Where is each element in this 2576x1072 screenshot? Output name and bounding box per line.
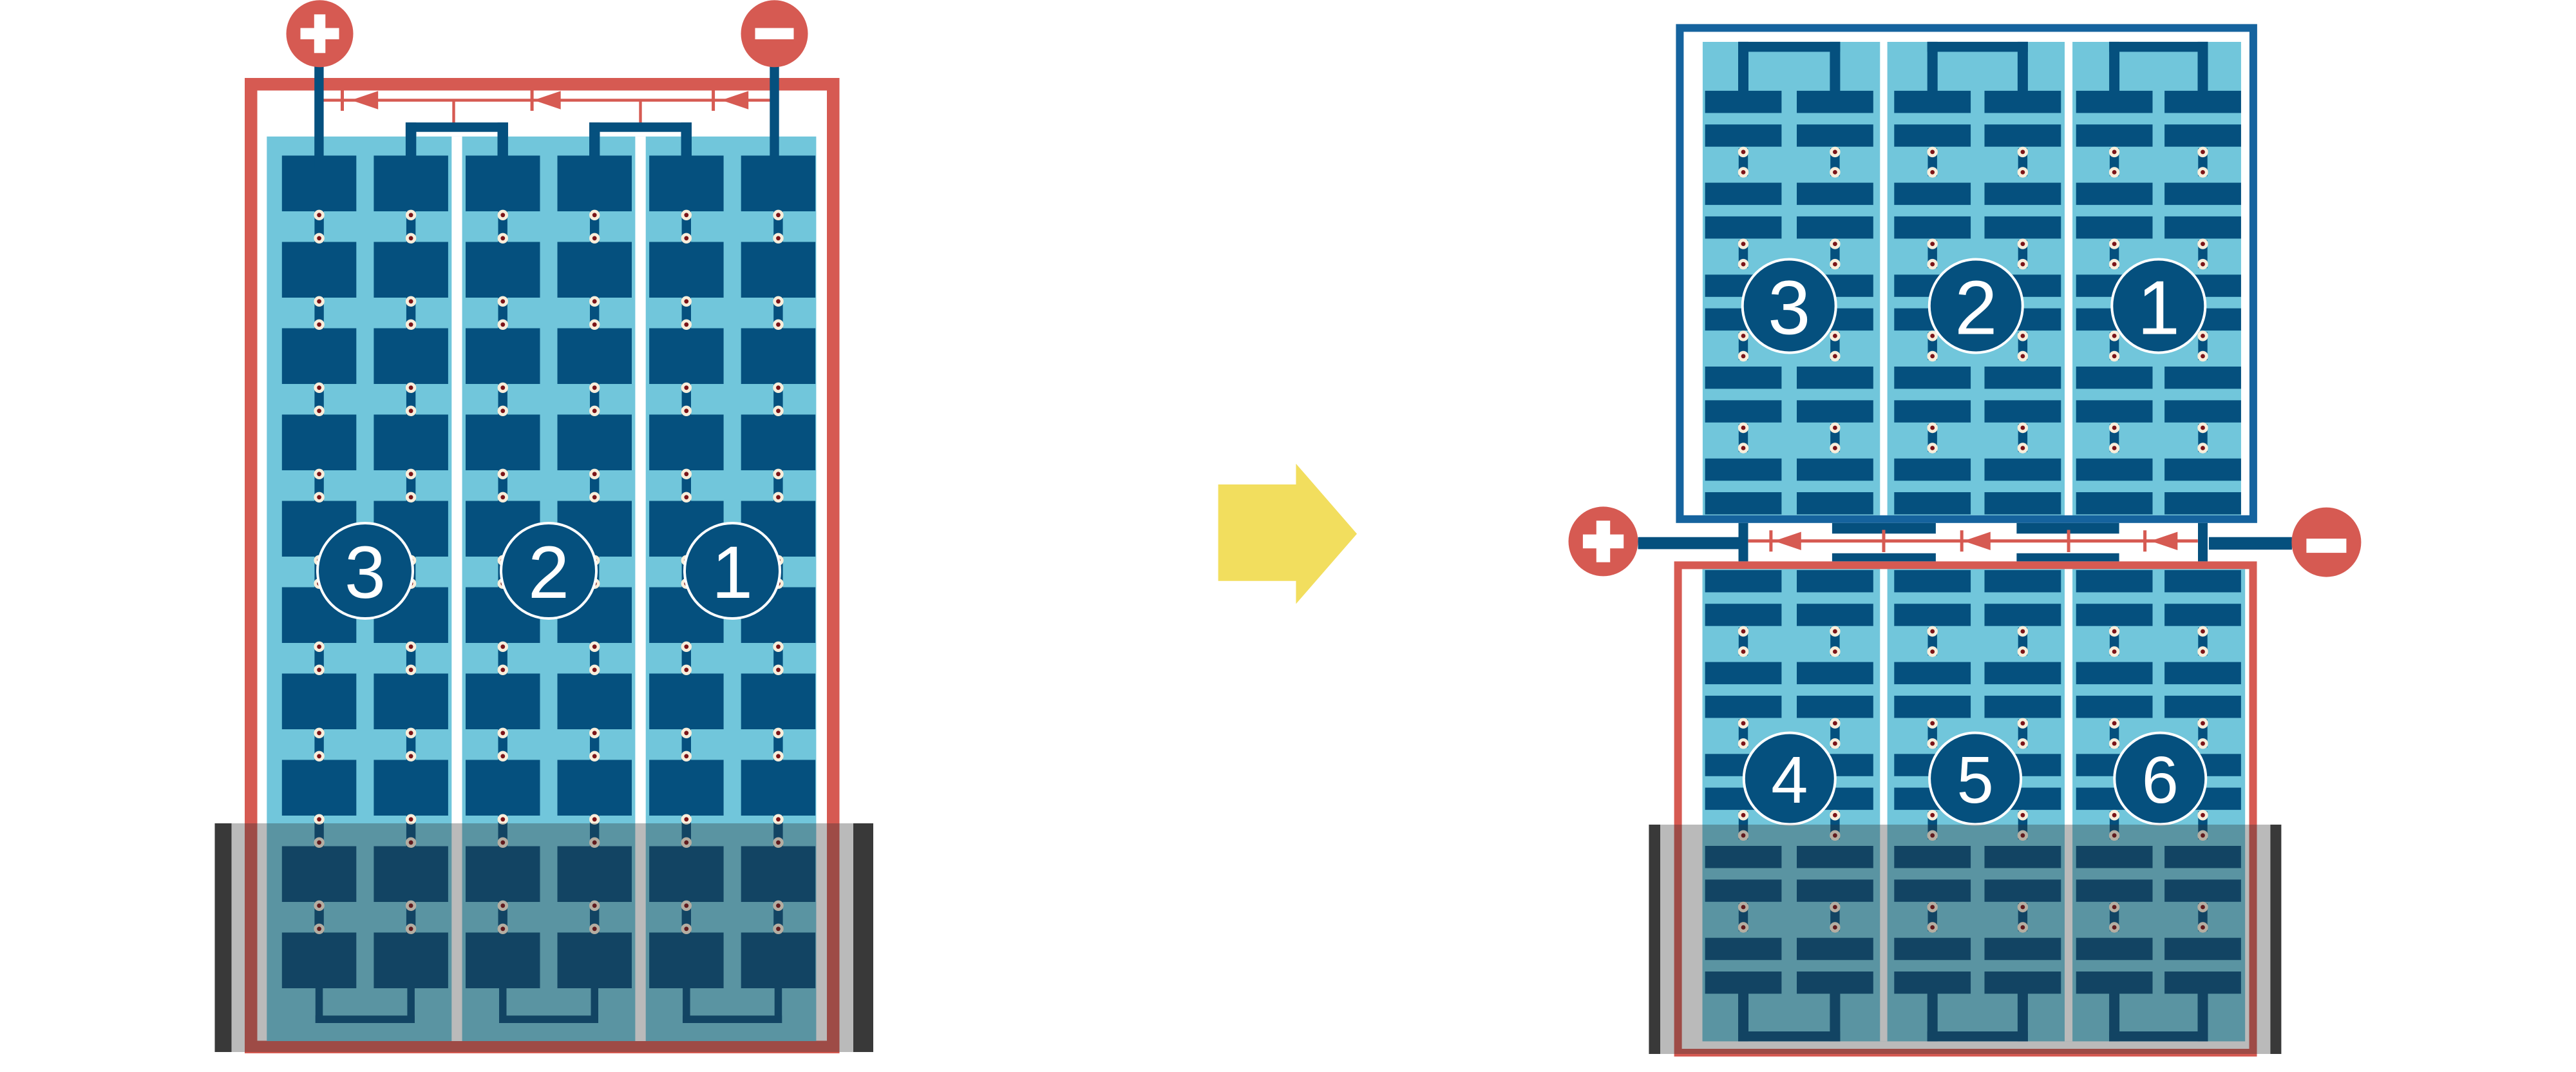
svg-text:2: 2: [528, 531, 569, 614]
svg-text:5: 5: [1956, 743, 1993, 817]
svg-text:6: 6: [2142, 743, 2179, 817]
svg-text:4: 4: [1771, 743, 1808, 817]
svg-text:3: 3: [1768, 265, 1810, 351]
svg-text:1: 1: [712, 531, 753, 614]
svg-text:1: 1: [2137, 265, 2180, 351]
svg-text:3: 3: [345, 531, 386, 614]
svg-text:2: 2: [1955, 265, 1997, 351]
